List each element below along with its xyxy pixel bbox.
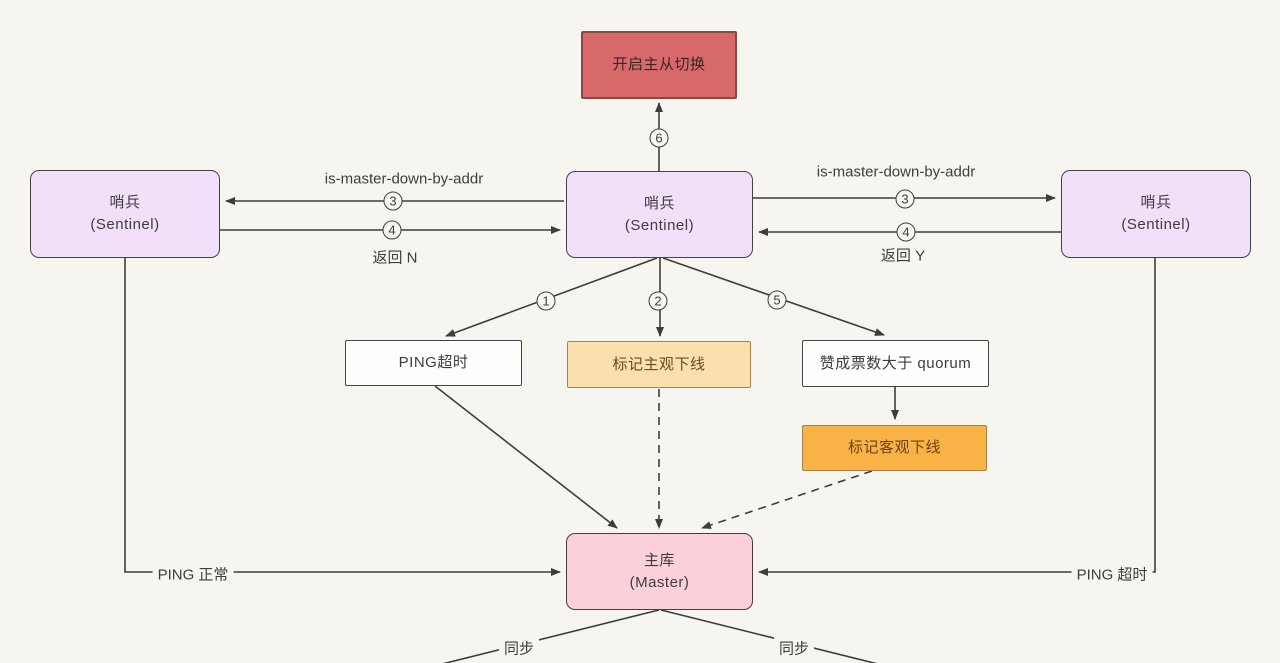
step-badge-4-left: 4 — [382, 220, 402, 240]
step-badge-1: 1 — [536, 291, 556, 311]
node-objective-down-label: 标记客观下线 — [847, 439, 941, 457]
edge-label-ping-ok: PING 正常 — [152, 563, 234, 585]
node-subjective-down-label: 标记主观下线 — [612, 355, 706, 373]
edge-label-sync-left: 同步 — [498, 637, 540, 659]
edge-label-sync-right: 同步 — [773, 637, 815, 659]
step-badge-3-right: 3 — [895, 189, 915, 209]
node-sentinel-left-subtitle: (Sentinel) — [90, 216, 160, 233]
step-badge-4-right: 4 — [896, 222, 916, 242]
node-ping-timeout-label: PING超时 — [398, 354, 469, 372]
node-ping-timeout: PING超时 — [345, 340, 522, 386]
node-master-title: 主库 — [643, 551, 675, 569]
edge-label-return-n: 返回 N — [372, 249, 418, 267]
node-sentinel-right-subtitle: (Sentinel) — [1121, 216, 1191, 233]
step-badge-3-left: 3 — [383, 191, 403, 211]
edge-objective-to-master — [701, 470, 873, 529]
node-quorum-label: 赞成票数大于 quorum — [819, 354, 972, 372]
node-sentinel-left-title: 哨兵 — [109, 194, 141, 212]
step-badge-5: 5 — [767, 290, 787, 310]
node-sentinel-right: 哨兵 (Sentinel) — [1061, 170, 1251, 258]
node-start-switch: 开启主从切换 — [581, 31, 737, 99]
step-badge-2: 2 — [648, 291, 668, 311]
node-sentinel-right-title: 哨兵 — [1140, 194, 1172, 212]
node-quorum: 赞成票数大于 quorum — [802, 340, 989, 387]
node-sentinel-center: 哨兵 (Sentinel) — [566, 171, 753, 258]
node-sentinel-left: 哨兵 (Sentinel) — [30, 170, 220, 258]
node-master-subtitle: (Master) — [629, 573, 690, 591]
node-subjective-down: 标记主观下线 — [567, 341, 751, 388]
edge-ping-ok — [124, 258, 561, 576]
node-sentinel-center-subtitle: (Sentinel) — [624, 216, 695, 234]
edge-sync-left — [442, 609, 660, 663]
edge-pingtimeout-to-master — [434, 385, 618, 529]
node-start-switch-label: 开启主从切换 — [612, 56, 706, 74]
step-badge-6: 6 — [649, 128, 669, 148]
edge-label-ping-timeout: PING 超时 — [1071, 563, 1153, 585]
node-master: 主库 (Master) — [566, 533, 753, 610]
edge-label-cmd-left: is-master-down-by-addr — [324, 170, 484, 188]
node-objective-down: 标记客观下线 — [802, 425, 987, 471]
node-sentinel-center-title: 哨兵 — [643, 194, 675, 212]
edge-label-cmd-right: is-master-down-by-addr — [816, 163, 976, 181]
edge-ping-timeout — [758, 258, 1156, 576]
edge-label-return-y: 返回 Y — [880, 247, 926, 265]
